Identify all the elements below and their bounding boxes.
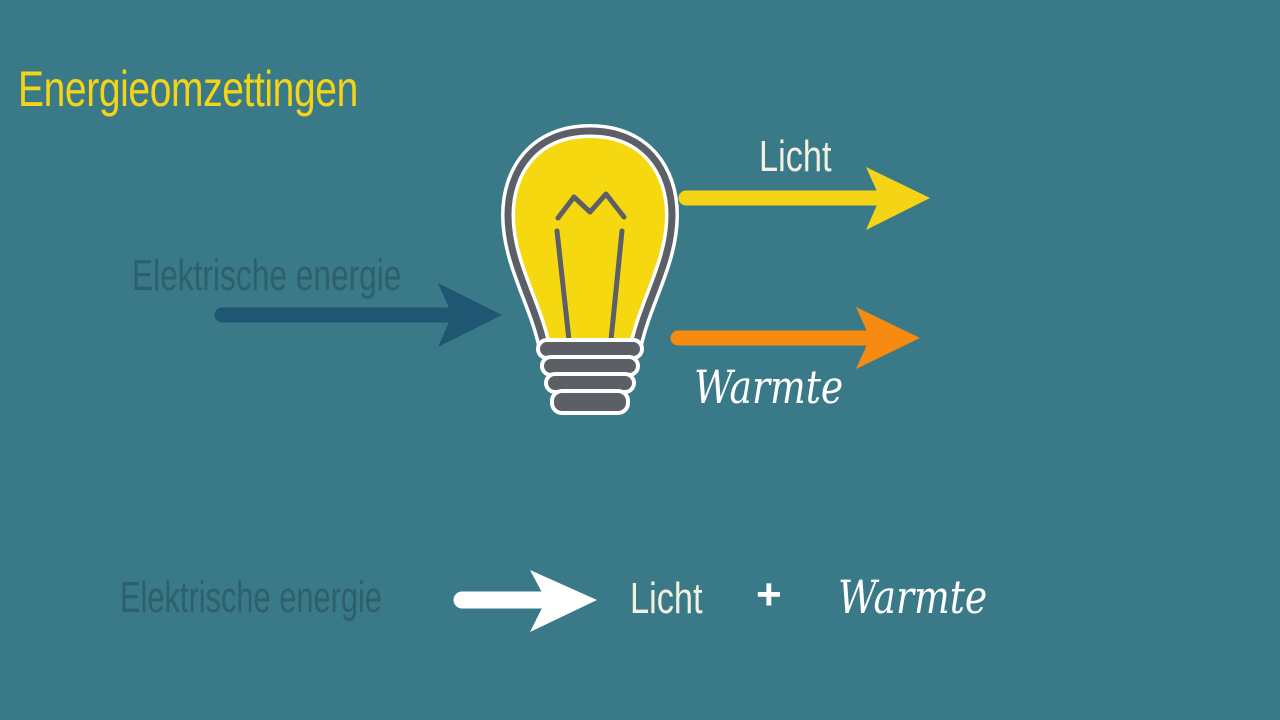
equation-plus-sign: + bbox=[756, 570, 782, 619]
input-arrow bbox=[214, 283, 502, 347]
light-output-label: Licht bbox=[759, 132, 832, 181]
lightbulb-icon bbox=[501, 124, 679, 415]
arrow-right-icon bbox=[453, 570, 597, 632]
equation-light-term: Licht bbox=[630, 574, 703, 623]
light-output-arrow bbox=[678, 167, 930, 230]
page-title: Energieomzettingen bbox=[18, 61, 358, 117]
heat-output-arrow bbox=[670, 307, 920, 369]
equation-heat-term: Warmte bbox=[838, 570, 988, 624]
input-energy-label: Elektrische energie bbox=[132, 251, 402, 300]
bulb-base bbox=[536, 338, 644, 415]
heat-output-label: Warmte bbox=[694, 360, 844, 414]
equation-left-term: Elektrische energie bbox=[120, 573, 382, 622]
